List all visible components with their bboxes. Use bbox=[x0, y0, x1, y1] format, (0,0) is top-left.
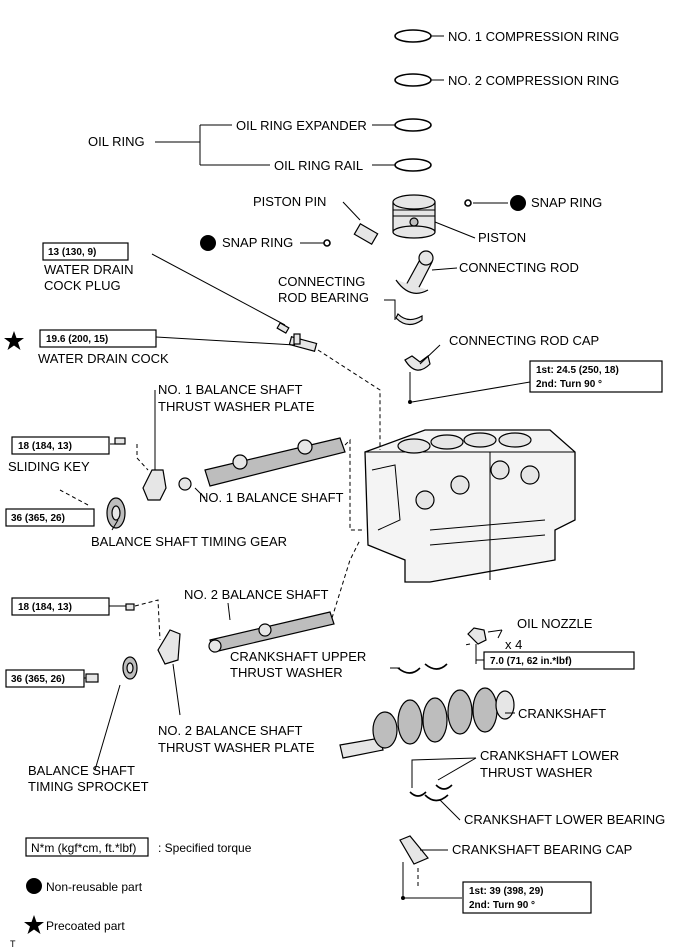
crankshaft-lower-thrust-washer-part bbox=[409, 784, 453, 797]
torque-box-timing-gear bbox=[5, 508, 95, 527]
label-oil-ring-rail: OIL RING RAIL bbox=[274, 158, 363, 173]
torque-box-drain-plug bbox=[42, 242, 129, 261]
label-snap-ring-right: SNAP RING bbox=[531, 195, 602, 210]
cylinder-block-part bbox=[364, 429, 576, 583]
corner-mark: T bbox=[10, 939, 16, 949]
label-oil-ring-expander: OIL RING EXPANDER bbox=[236, 118, 367, 133]
snap-ring-left-part bbox=[323, 239, 331, 247]
label-no1-thrust-plate-1: NO. 1 BALANCE SHAFT bbox=[158, 382, 303, 397]
label-no1-balance-shaft: NO. 1 BALANCE SHAFT bbox=[199, 490, 344, 505]
precoated-star-icon bbox=[4, 331, 24, 350]
label-crankshaft: CRANKSHAFT bbox=[518, 706, 606, 721]
legend-torque-desc: : Specified torque bbox=[158, 841, 252, 855]
legend-torque-unit: N*m (kgf*cm, ft.*lbf) bbox=[31, 841, 136, 855]
torque-drain-cock: 19.6 (200, 15) bbox=[46, 334, 108, 345]
label-no1-thrust-plate-2: THRUST WASHER PLATE bbox=[158, 399, 315, 414]
label-crankshaft-upper-thrust-1: CRANKSHAFT UPPER bbox=[230, 649, 366, 664]
crankshaft-upper-thrust-washer-part bbox=[397, 663, 448, 674]
label-water-drain-cock-plug-2: COCK PLUG bbox=[44, 278, 121, 293]
label-crankshaft-lower-thrust-1: CRANKSHAFT LOWER bbox=[480, 748, 619, 763]
legend-precoated: Precoated part bbox=[46, 919, 125, 933]
label-connecting-rod: CONNECTING ROD bbox=[459, 260, 579, 275]
non-reusable-dot-icon bbox=[510, 195, 526, 211]
oil-nozzle-part bbox=[467, 627, 487, 664]
label-piston-pin: PISTON PIN bbox=[253, 194, 326, 209]
torque-box-bearing-cap bbox=[462, 881, 592, 914]
no2-plate-bolt-part bbox=[125, 603, 135, 611]
timing-sprocket-part bbox=[122, 656, 138, 680]
connecting-rod-part bbox=[395, 250, 434, 294]
legend-non-reusable: Non-reusable part bbox=[46, 880, 143, 894]
label-no1-compression-ring: NO. 1 COMPRESSION RING bbox=[448, 29, 619, 44]
no1-plate-bolt-part bbox=[114, 437, 126, 445]
no2-compression-ring-part bbox=[394, 73, 432, 87]
no1-thrust-plate-part bbox=[142, 469, 167, 501]
torque-no1-plate: 18 (184, 13) bbox=[18, 441, 72, 452]
label-timing-sprocket-1: BALANCE SHAFT bbox=[28, 763, 135, 778]
connecting-rod-bearing-part bbox=[395, 312, 423, 326]
no2-balance-shaft-part bbox=[208, 611, 335, 653]
torque-no2-plate: 18 (184, 13) bbox=[18, 602, 72, 613]
water-drain-cock-plug-part bbox=[276, 322, 290, 334]
timing-sprocket-bolt-part bbox=[85, 673, 99, 683]
torque-drain-plug: 13 (130, 9) bbox=[48, 247, 96, 258]
torque-timing-gear: 36 (365, 26) bbox=[11, 513, 65, 524]
torque-box-timing-sprocket bbox=[5, 669, 85, 688]
water-drain-cock-part bbox=[288, 333, 318, 352]
label-oil-nozzle-qty: x 4 bbox=[505, 637, 522, 652]
label-water-drain-cock-plug-1: WATER DRAIN bbox=[44, 262, 134, 277]
label-crankshaft-lower-thrust-2: THRUST WASHER bbox=[480, 765, 593, 780]
no1-compression-ring-part bbox=[394, 29, 432, 43]
torque-box-no2-plate bbox=[11, 597, 110, 616]
label-oil-nozzle: OIL NOZZLE bbox=[517, 616, 593, 631]
legend-torque-box bbox=[25, 837, 149, 857]
oil-ring-rail-part bbox=[394, 158, 432, 172]
torque-timing-sprocket: 36 (365, 26) bbox=[11, 674, 65, 685]
torque-rod-cap-1: 1st: 24.5 (250, 18) bbox=[536, 365, 619, 376]
legend-non-reusable-icon bbox=[26, 878, 42, 894]
snap-ring-right-part bbox=[464, 199, 472, 207]
connecting-rod-cap-part bbox=[404, 354, 431, 404]
crankshaft-part bbox=[339, 687, 515, 759]
label-no2-thrust-plate-1: NO. 2 BALANCE SHAFT bbox=[158, 723, 303, 738]
crankshaft-lower-bearing-part bbox=[424, 794, 449, 802]
torque-box-rod-cap bbox=[529, 360, 663, 393]
no1-balance-shaft-part bbox=[178, 437, 346, 491]
non-reusable-dot-icon bbox=[200, 235, 216, 251]
no2-thrust-plate-part bbox=[157, 629, 181, 665]
label-no2-balance-shaft: NO. 2 BALANCE SHAFT bbox=[184, 587, 329, 602]
label-crankshaft-bearing-cap: CRANKSHAFT BEARING CAP bbox=[452, 842, 632, 857]
balance-shaft-timing-gear-part bbox=[106, 497, 126, 529]
label-snap-ring-left: SNAP RING bbox=[222, 235, 293, 250]
torque-oil-nozzle: 7.0 (71, 62 in.*lbf) bbox=[490, 656, 572, 667]
piston-part bbox=[392, 194, 436, 239]
label-connecting-rod-bearing-2: ROD BEARING bbox=[278, 290, 369, 305]
label-connecting-rod-bearing-1: CONNECTING bbox=[278, 274, 365, 289]
torque-bearing-cap-1: 1st: 39 (398, 29) bbox=[469, 886, 544, 897]
label-balance-shaft-timing-gear: BALANCE SHAFT TIMING GEAR bbox=[91, 534, 287, 549]
label-no2-compression-ring: NO. 2 COMPRESSION RING bbox=[448, 73, 619, 88]
label-timing-sprocket-2: TIMING SPROCKET bbox=[28, 779, 149, 794]
piston-pin-part bbox=[353, 222, 379, 246]
torque-box-oil-nozzle bbox=[483, 651, 635, 670]
torque-bearing-cap-2: 2nd: Turn 90 ° bbox=[469, 900, 535, 911]
label-connecting-rod-cap: CONNECTING ROD CAP bbox=[449, 333, 599, 348]
torque-box-no1-plate bbox=[11, 436, 110, 455]
label-crankshaft-lower-bearing: CRANKSHAFT LOWER BEARING bbox=[464, 812, 665, 827]
label-no2-thrust-plate-2: THRUST WASHER PLATE bbox=[158, 740, 315, 755]
label-water-drain-cock: WATER DRAIN COCK bbox=[38, 351, 169, 366]
torque-box-drain-cock bbox=[39, 329, 157, 348]
torque-rod-cap-2: 2nd: Turn 90 ° bbox=[536, 379, 602, 390]
label-piston: PISTON bbox=[478, 230, 526, 245]
label-crankshaft-upper-thrust-2: THRUST WASHER bbox=[230, 665, 343, 680]
label-oil-ring: OIL RING bbox=[88, 134, 145, 149]
label-sliding-key: SLIDING KEY bbox=[8, 459, 90, 474]
legend-star-icon bbox=[24, 915, 44, 934]
crankshaft-bearing-cap-part bbox=[399, 835, 429, 900]
oil-ring-expander-part bbox=[394, 118, 432, 132]
